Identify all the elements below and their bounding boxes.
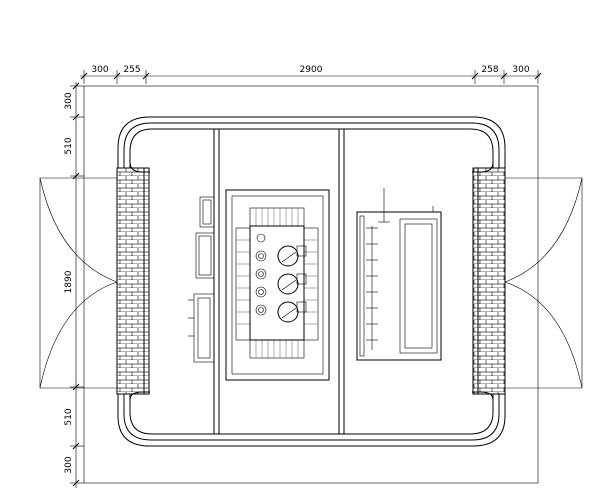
dimension-tick-icon [113, 72, 121, 80]
dimension-label: 300 [91, 65, 108, 75]
left-double-door [39, 177, 118, 389]
site-boundary [83, 85, 539, 484]
dimension-tick-icon [80, 72, 88, 80]
dimension-label: 2900 [300, 65, 323, 75]
dimension-label: 255 [123, 65, 140, 75]
dimension-tick-icon [72, 82, 80, 90]
dimension-label: 300 [64, 456, 74, 473]
dimension-tick-icon [72, 383, 80, 391]
left-control-panels [188, 196, 215, 363]
dimension-label: 300 [512, 65, 529, 75]
dimension-label: 1890 [64, 270, 74, 293]
outer-curved-wall [117, 116, 506, 447]
dimension-tick-icon [72, 442, 80, 450]
dimension-tick-icon [142, 72, 150, 80]
right-switchgear [356, 188, 442, 361]
dimension-label: 300 [64, 92, 74, 109]
left-dimension-line: 300 510 1890 510 300 [64, 82, 84, 488]
dimension-label: 510 [64, 137, 74, 154]
dimension-label: 510 [64, 408, 74, 425]
transformer-unit [225, 189, 330, 381]
top-dimension-line: 300 255 2900 258 300 [80, 65, 542, 84]
dimension-tick-icon [471, 72, 479, 80]
dimension-tick-icon [72, 113, 80, 121]
dimension-tick-icon [72, 479, 80, 487]
dimension-tick-icon [500, 72, 508, 80]
dimension-tick-icon [534, 72, 542, 80]
right-double-door [504, 177, 583, 389]
interior-partitions [213, 129, 345, 434]
dimension-label: 258 [481, 65, 498, 75]
